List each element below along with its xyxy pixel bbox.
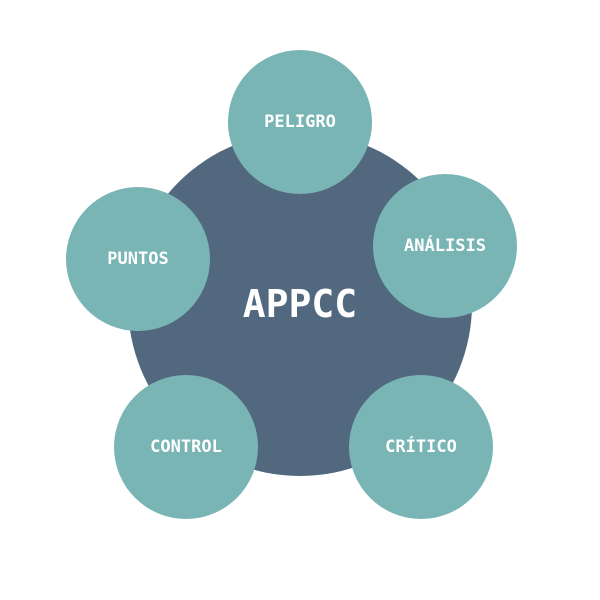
node-analisis: ANÁLISIS [373,174,517,318]
node-puntos: PUNTOS [66,187,210,331]
node-label: ANÁLISIS [404,236,486,256]
node-critico: CRÍTICO [349,375,493,519]
node-label: PELIGRO [264,112,336,132]
node-label: PUNTOS [107,249,169,269]
node-control: CONTROL [114,375,258,519]
node-peligro: PELIGRO [228,50,372,194]
center-label: APPCC [242,282,358,326]
node-label: CONTROL [150,437,222,457]
node-label: CRÍTICO [385,437,457,457]
